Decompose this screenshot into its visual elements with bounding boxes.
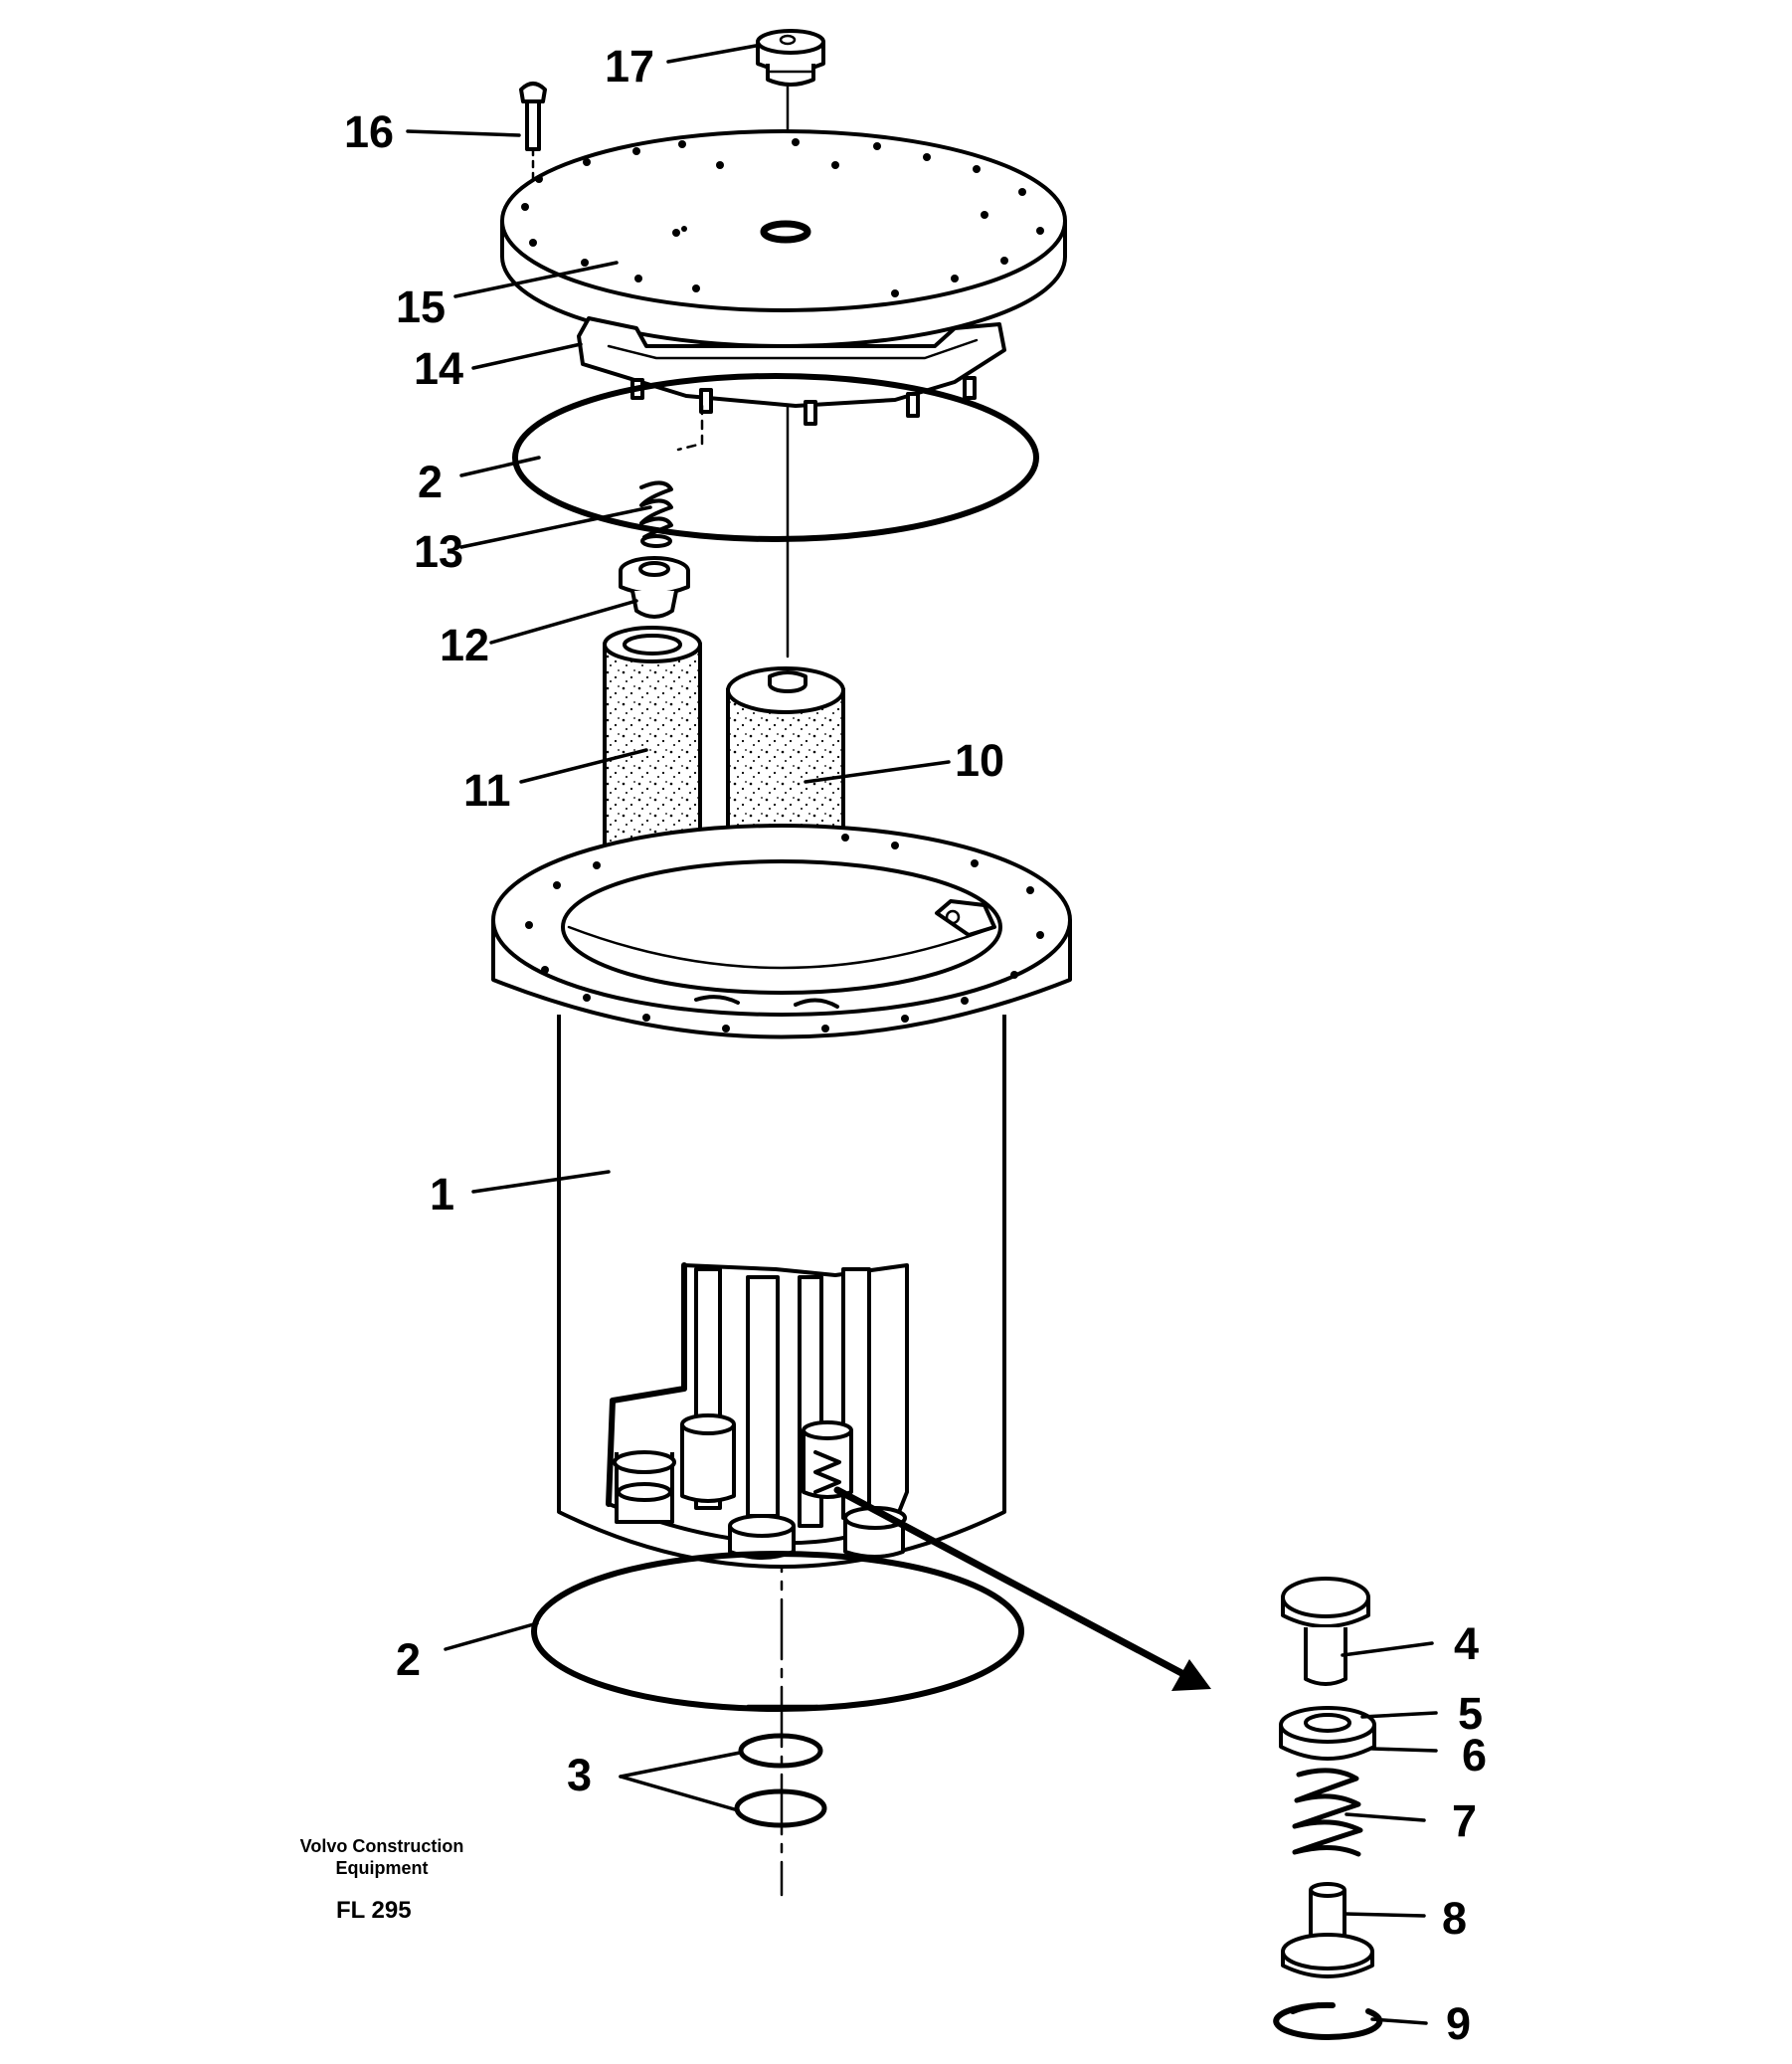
part-15-cover-lid [500,129,1067,348]
caption-block: Volvo Construction Equipment FL 295 [300,1836,464,1924]
part-5-6-washer-seat [1279,1706,1376,1761]
part-9-snap-ring [1273,2001,1383,2040]
callout-6: 6 [1462,1730,1487,1781]
callout-13: 13 [414,526,463,577]
caption-company-line1: Volvo Construction [300,1836,464,1856]
callout-7: 7 [1452,1795,1477,1846]
callout-11: 11 [463,765,511,816]
part-17-top-plug [756,29,825,87]
callout-12: 12 [440,620,489,670]
callout-8: 8 [1442,1893,1467,1944]
callout-1: 1 [430,1169,454,1220]
part-4-valve-cap [1281,1577,1370,1686]
callout-labels: 17 16 15 14 2 13 12 11 10 1 2 3 4 5 6 7 … [344,41,1487,2049]
housing-cutaway-internals [606,1262,909,1560]
part-2-upper-o-ring [512,373,1039,542]
callout-16: 16 [344,106,394,157]
part-2-lower-o-ring [531,1551,1024,1712]
callout-9: 9 [1446,1998,1471,2049]
callout-10: 10 [955,735,1004,786]
detail-arrow [833,1486,1211,1691]
callout-3: 3 [567,1750,592,1800]
callout-2-lower: 2 [396,1634,421,1685]
callout-5: 5 [1458,1688,1483,1739]
part-13-spring [639,480,673,548]
caption-drawing-code: FL 295 [336,1897,412,1924]
part-8-piston [1281,1882,1374,1978]
callout-17: 17 [605,41,654,92]
part-7-spring [1292,1768,1363,1857]
callout-4: 4 [1454,1618,1479,1669]
caption-company-line2: Equipment [336,1858,429,1878]
leader-lines [406,44,1438,2025]
callout-14: 14 [414,343,463,394]
callout-2-upper: 2 [418,457,443,507]
part-12-valve-cup [619,556,690,619]
callout-15: 15 [396,281,446,332]
